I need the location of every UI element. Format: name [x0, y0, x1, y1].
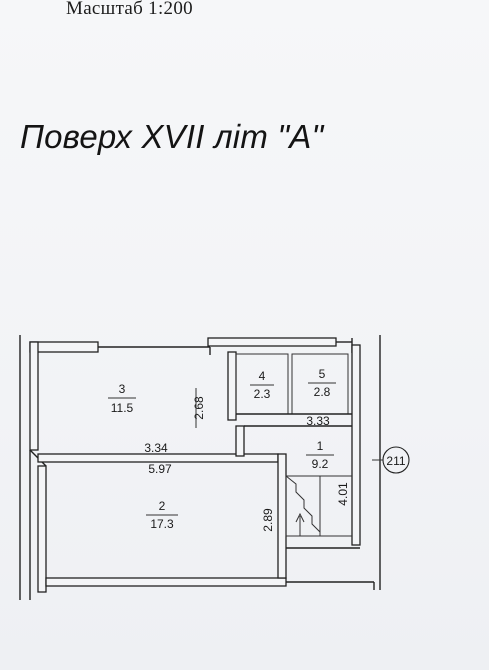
room-4-label: 4 2.3 [250, 369, 274, 401]
room-2-height-dimension: 2.89 [261, 508, 275, 532]
room-1-height-dimension: 4.01 [336, 482, 350, 506]
scale-label: Масштаб 1:200 [66, 0, 193, 19]
room-1-label: 1 9.2 [306, 439, 334, 471]
room-3-height-dimension: 2.68 [192, 396, 206, 420]
room-2-area: 17.3 [150, 517, 174, 531]
room-3-label: 3 11.5 [108, 382, 136, 415]
room-3-area: 11.5 [111, 401, 134, 415]
room-5-label: 5 2.8 [308, 367, 336, 399]
room-5-number: 5 [319, 367, 326, 381]
room-5-area: 2.8 [314, 385, 331, 399]
room-1-width-dimension: 3.33 [306, 414, 330, 428]
room-1-area: 9.2 [312, 457, 329, 471]
floor-title: Поверх XVII літ "А" [20, 118, 324, 155]
room-2-label: 2 17.3 [146, 499, 178, 531]
room-4-number: 4 [259, 369, 266, 383]
outer-walls [19, 335, 381, 600]
room-2-number: 2 [159, 499, 166, 513]
floor-marker-label: 211 [386, 454, 405, 468]
room-2-upper-width-dimension: 3.34 [144, 441, 168, 455]
interior-walls [37, 351, 360, 579]
room-3-number: 3 [119, 382, 126, 396]
room-1-number: 1 [317, 439, 324, 453]
floor-marker: 211 [372, 446, 410, 474]
room-4-area: 2.3 [254, 387, 271, 401]
floor-plan: 3 11.5 4 2.3 5 2.8 1 9.2 2 17.3 2.68 3.3… [19, 335, 410, 600]
room-2-width-dimension: 5.97 [148, 462, 172, 476]
